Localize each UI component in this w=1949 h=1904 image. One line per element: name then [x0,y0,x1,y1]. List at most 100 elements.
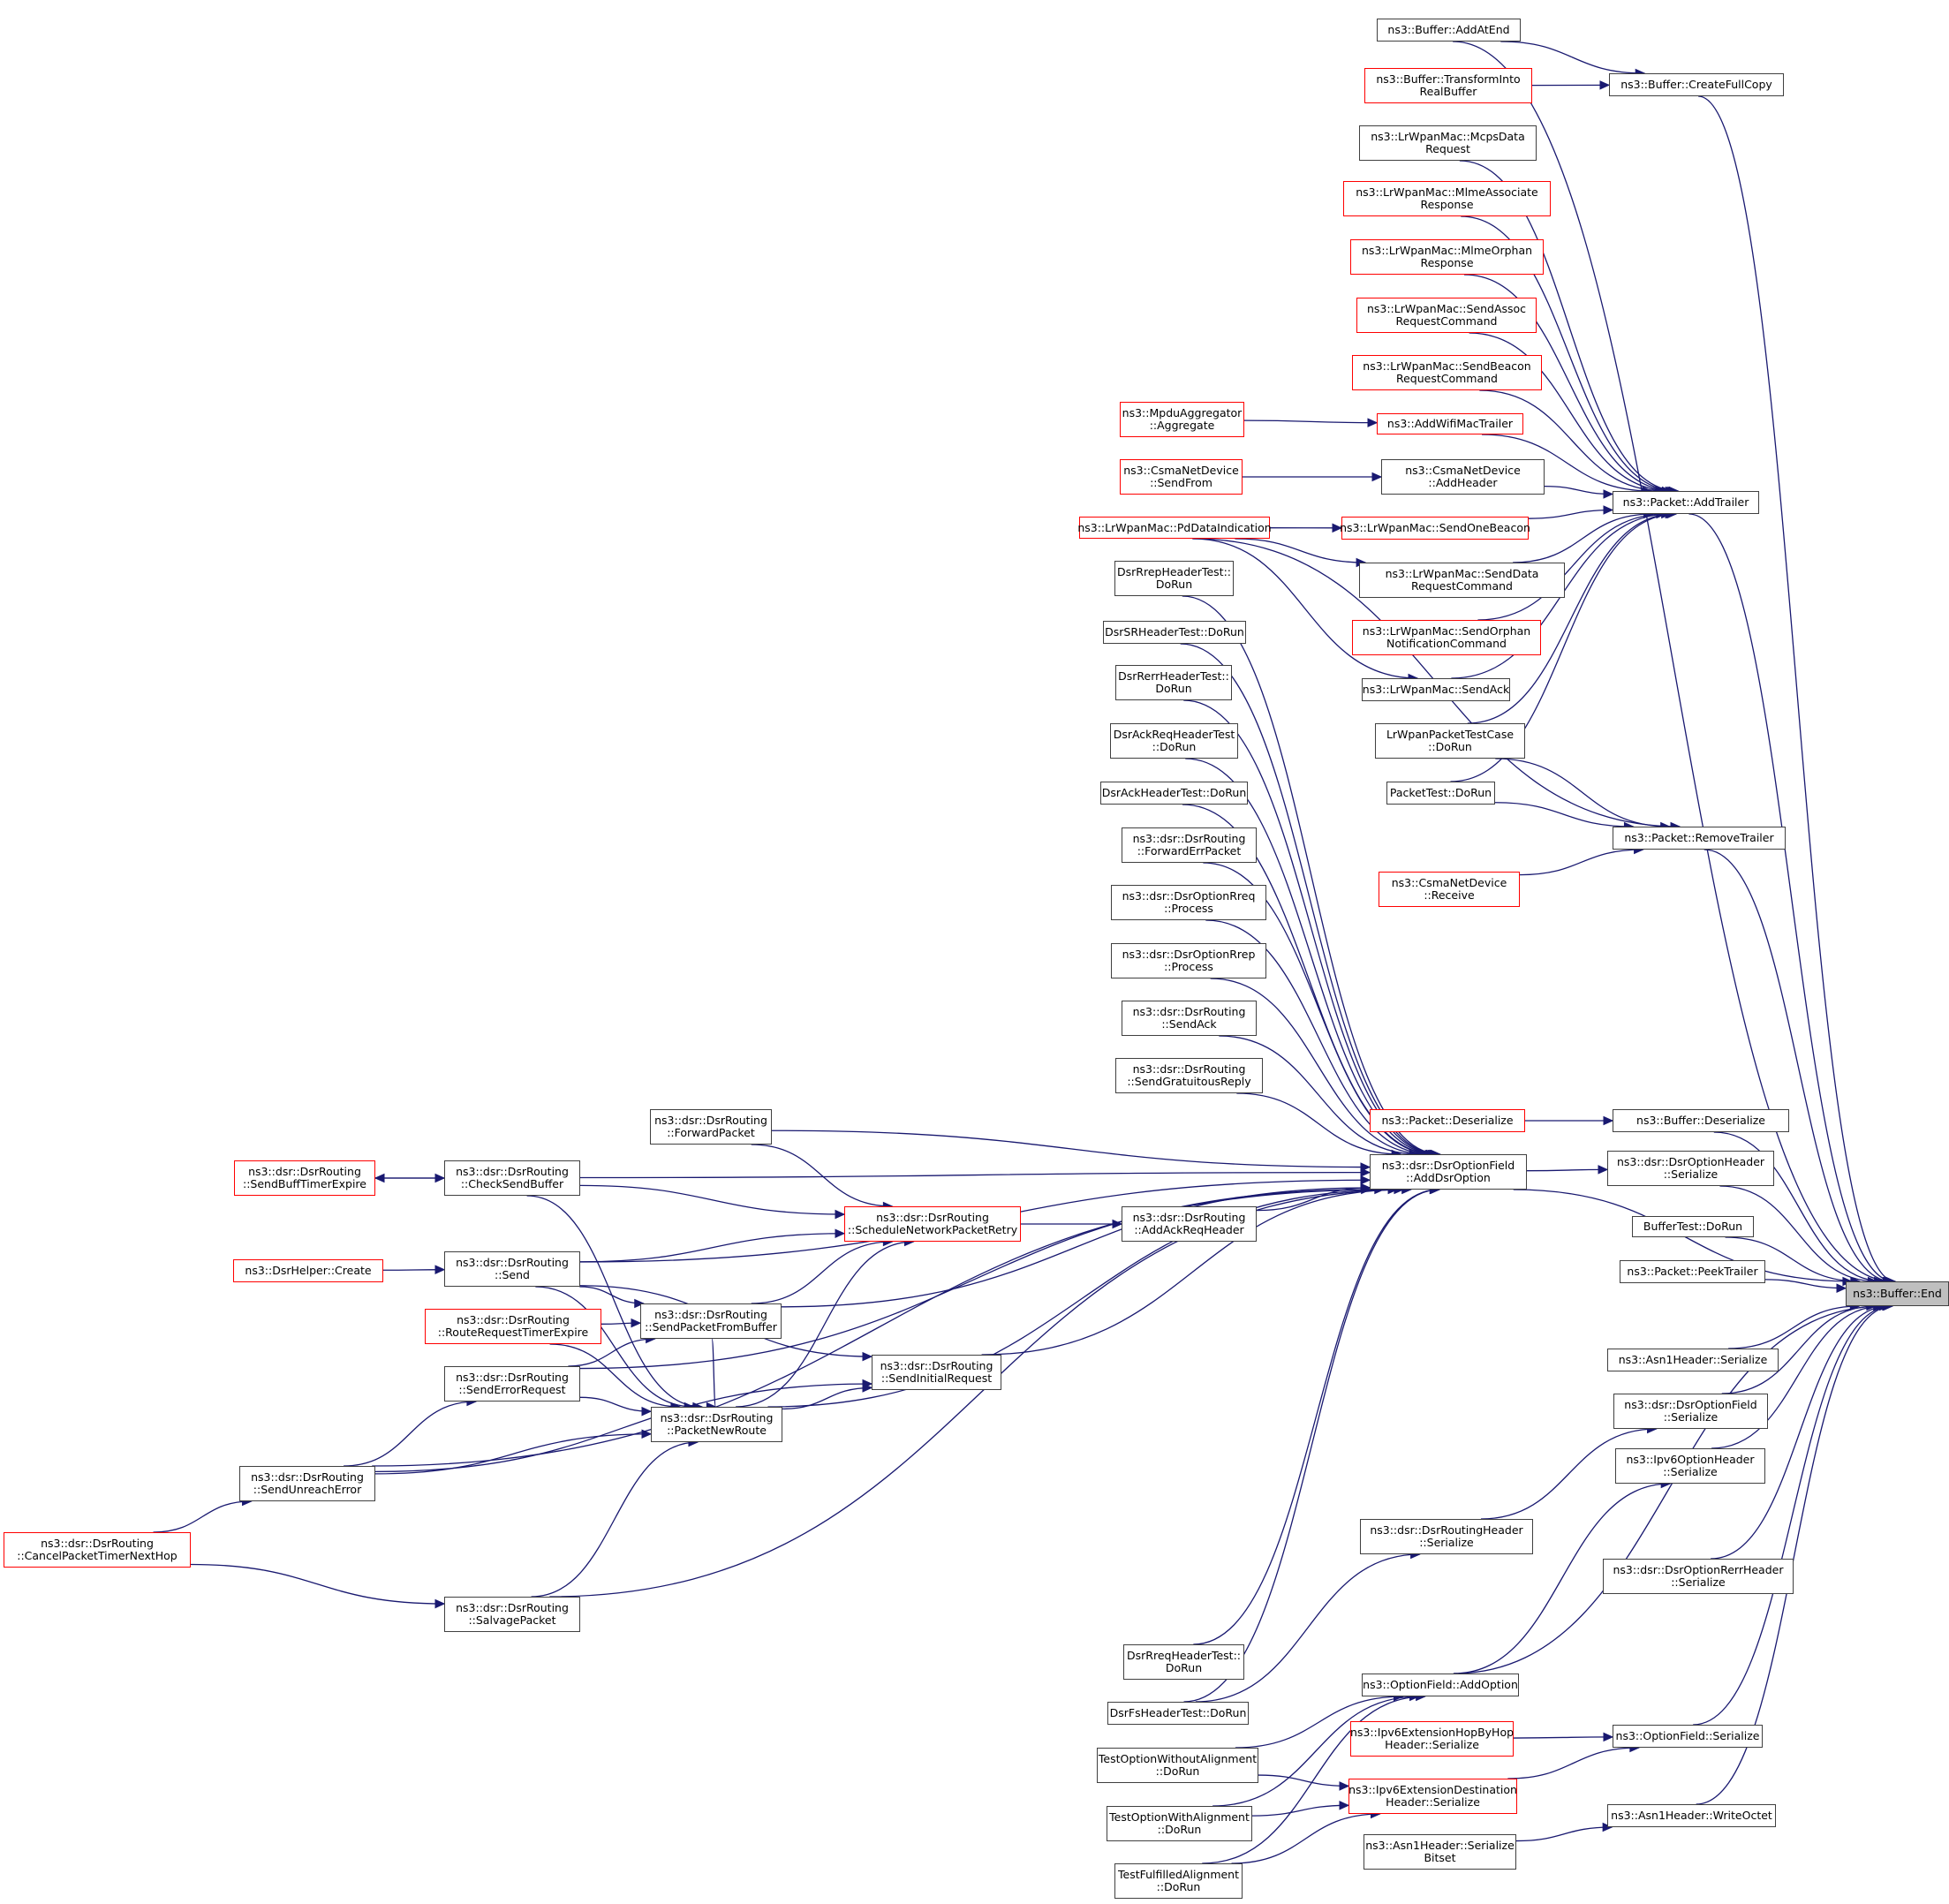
graph-node-pd-data-ind[interactable]: ns3::LrWpanMac::PdDataIndication [1077,517,1272,539]
edge-addAckReq-to-addDsrOpt [1256,1187,1371,1212]
graph-node-mpdu-agg[interactable]: ns3::MpduAggregator ::Aggregate [1120,402,1244,437]
graph-node-test-without[interactable]: TestOptionWithoutAlignment ::DoRun [1097,1748,1258,1783]
graph-node-rerr-hdr-ser[interactable]: ns3::dsr::DsrOptionRerrHeader ::Serializ… [1603,1559,1794,1594]
graph-node-dsr-opt-field-ser[interactable]: ns3::dsr::DsrOptionField ::Serialize [1613,1394,1768,1429]
arrowhead-icon [1360,1167,1371,1177]
graph-node-grat-reply[interactable]: ns3::dsr::DsrRouting ::SendGratuitousRep… [1115,1058,1263,1093]
edge-asn1Bitset-to-writeOctet [1515,1826,1613,1842]
arrowhead-icon [1599,80,1611,90]
graph-node-peek-trailer[interactable]: ns3::Packet::PeekTrailer [1620,1260,1765,1283]
edge-optFieldSer-to-end [1693,1305,1892,1726]
graph-node-route-req-timer[interactable]: ns3::dsr::DsrRouting ::RouteRequestTimer… [425,1309,601,1344]
graph-node-mcps-data[interactable]: ns3::LrWpanMac::McpsData Request [1359,125,1537,161]
graph-node-opt-field-ser[interactable]: ns3::OptionField::Serialize [1613,1725,1763,1748]
graph-node-fwd-err[interactable]: ns3::dsr::DsrRouting ::ForwardErrPacket [1122,827,1257,863]
graph-node-sched-retry[interactable]: ns3::dsr::DsrRouting ::ScheduleNetworkPa… [844,1206,1021,1242]
graph-node-dsr-send-ack[interactable]: ns3::dsr::DsrRouting ::SendAck [1122,1001,1257,1036]
graph-node-buffer-test[interactable]: BufferTest::DoRun [1632,1216,1754,1237]
graph-node-dsr-rout-hdr-ser[interactable]: ns3::dsr::DsrRoutingHeader ::Serialize [1360,1519,1533,1554]
graph-node-send-buff-timer[interactable]: ns3::dsr::DsrRouting ::SendBuffTimerExpi… [234,1160,375,1196]
graph-node-send-pkt-from-buf[interactable]: ns3::dsr::DsrRouting ::SendPacketFromBuf… [640,1303,782,1339]
edge-mpduAgg-to-addWifiMac [1243,419,1378,424]
graph-node-csma-send-from[interactable]: ns3::CsmaNetDevice ::SendFrom [1120,459,1243,495]
graph-node-pkt-deser[interactable]: ns3::Packet::Deserialize [1370,1109,1525,1132]
graph-node-add-wifi-mac[interactable]: ns3::AddWifiMacTrailer [1377,413,1523,434]
edge-ipv6OptHdrSer-to-end [1711,1305,1883,1449]
graph-node-asn1-ser[interactable]: ns3::Asn1Header::Serialize [1607,1349,1779,1371]
edge-fsTest-to-addDsrOpt [1183,1189,1440,1703]
graph-node-lr-pkt-test[interactable]: LrWpanPacketTestCase ::DoRun [1375,723,1525,759]
graph-node-asn1-bitset[interactable]: ns3::Asn1Header::Serialize Bitset [1364,1834,1516,1870]
graph-node-ack-req-test[interactable]: DsrAckReqHeaderTest ::DoRun [1110,723,1238,759]
graph-node-dsr-helper[interactable]: ns3::DsrHelper::Create [233,1259,383,1282]
edge-lrPktTest-to-addTrailer [1467,513,1675,724]
edge-hopByHop-to-optFieldSer [1513,1736,1613,1739]
graph-node-add-at-end[interactable]: ns3::Buffer::AddAtEnd [1377,19,1521,42]
arrowhead-icon [1603,1115,1614,1126]
edge-testWith-to-ipv6DestSer [1251,1804,1349,1817]
edge-writeOctet-to-end [1696,1305,1892,1805]
edge-packetTest-to-addTrailer [1450,513,1677,782]
edge-cancelTimer-to-salvage [190,1563,445,1605]
graph-node-send-unreach[interactable]: ns3::dsr::DsrRouting ::SendUnreachError [239,1466,375,1501]
edge-sendErrReq-to-pktNewRoute [579,1396,652,1412]
graph-node-send-one-beacon[interactable]: ns3::LrWpanMac::SendOneBeacon [1340,517,1530,540]
graph-node-csma-receive[interactable]: ns3::CsmaNetDevice ::Receive [1379,872,1520,907]
graph-node-ipv6-opt-hdr-ser[interactable]: ns3::Ipv6OptionHeader ::Serialize [1615,1448,1765,1484]
graph-node-send-orphan[interactable]: ns3::LrWpanMac::SendOrphan NotificationC… [1352,620,1541,655]
graph-node-send-assoc[interactable]: ns3::LrWpanMac::SendAssoc RequestCommand [1356,298,1537,333]
arrowhead-icon [1332,523,1343,533]
graph-node-write-octet[interactable]: ns3::Asn1Header::WriteOctet [1607,1804,1776,1827]
graph-node-send-data-req[interactable]: ns3::LrWpanMac::SendData RequestCommand [1359,563,1565,598]
graph-node-buf-deser[interactable]: ns3::Buffer::Deserialize [1613,1109,1789,1132]
graph-node-check-send-buf[interactable]: ns3::dsr::DsrRouting ::CheckSendBuffer [444,1160,580,1196]
graph-node-mlme-assoc[interactable]: ns3::LrWpanMac::MlmeAssociate Response [1343,181,1551,216]
graph-node-add-trailer[interactable]: ns3::Packet::AddTrailer [1613,491,1759,514]
edge-pktNewRoute-to-addDsrOpt [767,1189,1398,1408]
edge-pdDataInd-to-lrSendAck [1192,538,1418,679]
graph-node-rreq-test[interactable]: DsrRreqHeaderTest:: DoRun [1123,1644,1244,1680]
arrowhead-icon [434,1598,446,1609]
graph-node-send-init-req[interactable]: ns3::dsr::DsrRouting ::SendInitialReques… [872,1355,1001,1390]
edge-testWithout-to-ipv6DestSer [1258,1774,1349,1787]
graph-node-mlme-orphan[interactable]: ns3::LrWpanMac::MlmeOrphan Response [1350,239,1544,275]
graph-node-transform-into[interactable]: ns3::Buffer::TransformInto RealBuffer [1364,68,1532,103]
graph-node-fs-test[interactable]: DsrFsHeaderTest::DoRun [1107,1702,1249,1725]
arrowhead-icon [434,1173,446,1183]
graph-node-test-with[interactable]: TestOptionWithAlignment ::DoRun [1107,1806,1252,1841]
graph-node-cancel-timer[interactable]: ns3::dsr::DsrRouting ::CancelPacketTimer… [4,1532,191,1568]
arrowhead-icon [1603,1732,1614,1742]
graph-node-ipv6-dest-ser[interactable]: ns3::Ipv6ExtensionDestination Header::Se… [1348,1779,1517,1814]
graph-node-remove-trailer[interactable]: ns3::Packet::RemoveTrailer [1613,827,1786,850]
graph-node-csma-add-header[interactable]: ns3::CsmaNetDevice ::AddHeader [1381,459,1545,495]
edge-bufDeser-to-end [1713,1131,1884,1282]
graph-node-lr-send-ack[interactable]: ns3::LrWpanMac::SendAck [1362,678,1510,701]
graph-node-send-err-req[interactable]: ns3::dsr::DsrRouting ::SendErrorRequest [444,1366,580,1402]
graph-node-add-dsr-opt[interactable]: ns3::dsr::DsrOptionField ::AddDsrOption [1370,1154,1527,1190]
edge-salvage-to-addDsrOpt [549,1189,1411,1598]
graph-node-salvage[interactable]: ns3::dsr::DsrRouting ::SalvagePacket [444,1597,580,1632]
arrowhead-icon [1836,1283,1847,1293]
arrowhead-icon [1360,1175,1371,1185]
edge-mlmeOrphan-to-addTrailer [1463,274,1675,492]
graph-node-dsr-opt-hdr-ser[interactable]: ns3::dsr::DsrOptionHeader ::Serialize [1607,1151,1774,1186]
graph-node-ack-test[interactable]: DsrAckHeaderTest::DoRun [1100,782,1248,805]
graph-node-opt-add-opt[interactable]: ns3::OptionField::AddOption [1362,1674,1519,1696]
edge-addAtEnd-to-end [1453,41,1893,1282]
graph-node-test-fulfilled[interactable]: TestFulfilledAlignment ::DoRun [1114,1863,1243,1899]
graph-node-packet-test[interactable]: PacketTest::DoRun [1386,782,1495,805]
edge-testWithout-to-optAddOpt [1235,1696,1403,1749]
graph-node-rreq-proc[interactable]: ns3::dsr::DsrOptionRreq ::Process [1111,885,1266,920]
graph-node-rrep-proc[interactable]: ns3::dsr::DsrOptionRrep ::Process [1111,943,1266,978]
graph-node-pkt-new-route[interactable]: ns3::dsr::DsrRouting ::PacketNewRoute [651,1407,782,1442]
graph-node-add-ack-req[interactable]: ns3::dsr::DsrRouting ::AddAckReqHeader [1122,1206,1257,1242]
graph-node-fwd-packet[interactable]: ns3::dsr::DsrRouting ::ForwardPacket [650,1109,772,1145]
graph-node-rrep-test[interactable]: DsrRrepHeaderTest:: DoRun [1114,561,1234,596]
graph-node-hop-by-hop[interactable]: ns3::Ipv6ExtensionHopByHop Header::Seria… [1350,1721,1514,1757]
graph-node-send-beacon-req[interactable]: ns3::LrWpanMac::SendBeacon RequestComman… [1352,355,1542,390]
graph-node-create-full-copy[interactable]: ns3::Buffer::CreateFullCopy [1609,73,1784,96]
edge-csmaReceive-to-removeTrailer [1519,849,1643,876]
graph-node-sr-test[interactable]: DsrSRHeaderTest::DoRun [1103,621,1246,644]
graph-node-dsr-send[interactable]: ns3::dsr::DsrRouting ::Send [444,1251,580,1287]
graph-node-rerr-test[interactable]: DsrRerrHeaderTest:: DoRun [1115,665,1232,700]
